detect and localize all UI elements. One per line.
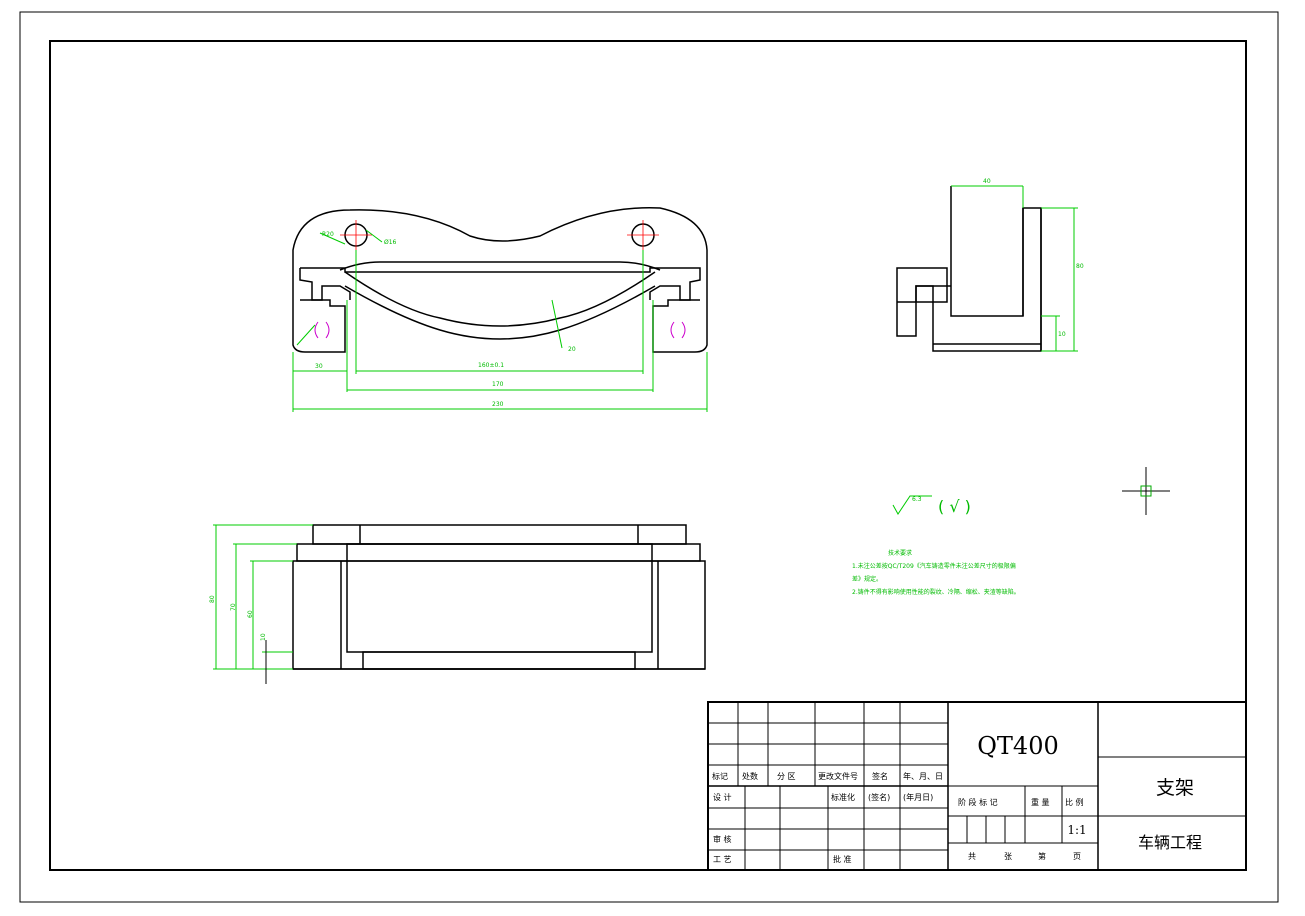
dim-160: 160±0.1 <box>478 362 504 369</box>
label-weight: 重 量 <box>1031 797 1050 807</box>
label-review: 审 核 <box>713 834 732 844</box>
label-date2: (年月日) <box>903 792 933 802</box>
label-scale: 比 例 <box>1065 797 1084 807</box>
label-total: 共 <box>968 852 976 861</box>
bottom-view: 80 70 60 10 <box>209 524 706 684</box>
crosshair-cursor <box>1122 467 1170 515</box>
part-name: 支架 <box>1156 777 1194 799</box>
tech-line-1: 1.未注公差按QC/T209《汽车铸造零件未注公差尺寸的极限偏 <box>852 562 1016 570</box>
side-dim-bottom: 10 <box>1058 331 1066 338</box>
label-standardize: 标准化 <box>831 792 855 802</box>
side-dim-height: 80 <box>1076 263 1084 270</box>
company-name: 车辆工程 <box>1138 833 1202 852</box>
label-count: 处数 <box>742 771 758 781</box>
label-sign: 签名 <box>872 771 888 781</box>
label-sheets: 张 <box>1004 852 1012 861</box>
tech-title: 技术要求 <box>888 549 912 557</box>
side-dim-top: 40 <box>983 178 991 185</box>
dim-170: 170 <box>492 381 504 388</box>
label-process: 工 艺 <box>713 855 732 864</box>
tech-requirements: 技术要求 1.未注公差按QC/T209《汽车铸造零件未注公差尺寸的极限偏 差》规… <box>852 549 1020 596</box>
dim-hole: Ø16 <box>384 239 397 246</box>
front-view: 160±0.1 170 230 30 20 Ø16 R20 <box>292 206 708 412</box>
label-date: 年、月、日 <box>903 771 943 781</box>
label-sign2: (签名) <box>868 792 890 802</box>
roughness-value: 6.3 <box>912 496 922 503</box>
roughness-note: ( √ ) <box>938 497 971 516</box>
material-label: QT400 <box>977 732 1059 760</box>
label-page-no: 第 <box>1038 851 1046 861</box>
label-page: 页 <box>1073 852 1081 861</box>
outer-border <box>19 11 1279 903</box>
bottom-dim-60: 60 <box>247 610 254 618</box>
tech-line-2: 差》规定。 <box>852 575 882 583</box>
dim-radius: R20 <box>322 231 334 238</box>
dim-20: 20 <box>568 346 576 353</box>
title-block: QT400 支架 车辆工程 1:1 标记 处数 分 区 更改文件号 签名 年、月… <box>707 701 1247 871</box>
bottom-dim-10: 10 <box>260 633 267 641</box>
label-design: 设 计 <box>713 792 732 802</box>
label-stage-mark: 阶 段 标 记 <box>958 797 998 807</box>
label-mark: 标记 <box>712 771 728 781</box>
dim-230: 230 <box>492 401 504 408</box>
label-change-doc: 更改文件号 <box>818 771 858 781</box>
bottom-dim-70: 70 <box>230 603 237 611</box>
label-approve: 批 准 <box>833 854 852 864</box>
label-zone: 分 区 <box>777 772 796 781</box>
side-view: 40 80 10 <box>896 178 1084 352</box>
scale-value: 1:1 <box>1067 823 1086 837</box>
bottom-dim-80: 80 <box>209 595 216 603</box>
inner-border <box>49 40 1247 871</box>
roughness-symbol: 6.3 ( √ ) <box>892 495 971 516</box>
dim-30: 30 <box>315 363 323 370</box>
tech-line-3: 2.铸件不得有影响使用性能的裂纹、冷隔、缩松、夹渣等缺陷。 <box>852 588 1020 596</box>
